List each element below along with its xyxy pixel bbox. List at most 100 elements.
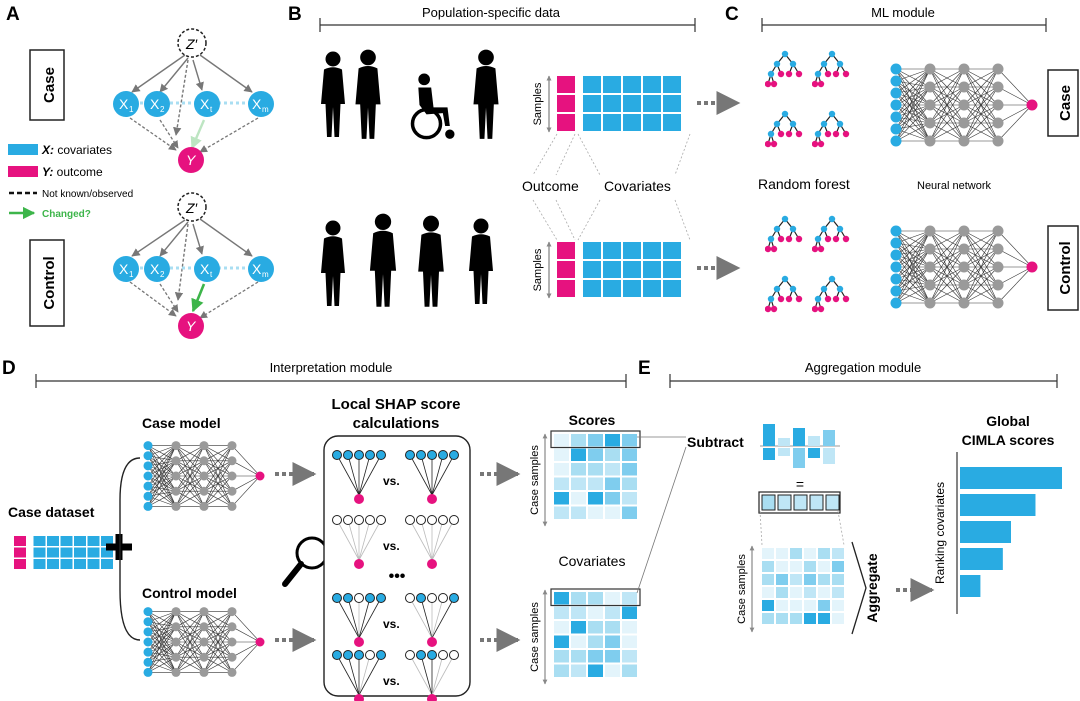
input-node	[890, 123, 902, 135]
nn-edge	[175, 611, 205, 628]
heatmap-cell	[605, 463, 620, 476]
heatmap-cell	[571, 492, 586, 505]
heatmap-cell	[804, 600, 816, 611]
feature-node	[365, 450, 375, 460]
feature-node	[427, 450, 437, 460]
heatmap-cell	[588, 506, 603, 519]
heatmap-cell	[790, 600, 802, 611]
feature-node	[365, 515, 375, 525]
nn-edge	[929, 248, 965, 304]
heatmap-cell	[776, 574, 788, 585]
case-data-matrix	[557, 76, 681, 131]
nn-edge	[175, 656, 205, 673]
vs-label: vs.	[383, 539, 400, 553]
case-model-title: Case model	[142, 415, 221, 431]
output-node	[1026, 261, 1038, 273]
heatmap-cell	[818, 548, 830, 559]
heatmap-cell	[605, 448, 620, 461]
case-model-network	[143, 441, 265, 511]
covariate-cell	[643, 95, 661, 112]
heatmap-cell	[554, 448, 569, 461]
svg-text:X: X	[252, 261, 262, 277]
feature-node	[449, 593, 459, 603]
covariates-label: Covariates	[604, 178, 671, 194]
hidden-node	[924, 63, 936, 75]
decision-tree-icon	[765, 50, 803, 88]
case-score-bar	[778, 438, 790, 446]
heatmap-cell	[605, 506, 620, 519]
heatmap-cell	[762, 574, 774, 585]
nn-edge	[147, 475, 177, 507]
nn-edge	[997, 230, 1033, 268]
random-forest-case	[765, 50, 850, 148]
heatmap-cell	[588, 492, 603, 505]
nn-edge	[203, 611, 233, 673]
person-silhouette	[469, 218, 493, 304]
panel-d: D Interpretation module Case dataset Cas…	[2, 358, 687, 701]
hidden-node	[199, 637, 209, 647]
hidden-node	[958, 81, 970, 93]
heatmap-cell	[762, 587, 774, 598]
input-node	[890, 297, 902, 309]
feature-node	[376, 650, 386, 660]
nn-edge	[147, 495, 177, 507]
shap-edge	[409, 519, 433, 561]
nn-edge	[231, 641, 261, 673]
covariate-cell	[74, 559, 86, 569]
case-model-box	[1047, 69, 1079, 137]
svg-text:2: 2	[160, 270, 165, 279]
input-node	[143, 461, 153, 471]
heatmap-cell	[790, 587, 802, 598]
hidden-node	[227, 607, 237, 617]
heatmap-cell	[605, 664, 620, 677]
nn-edge	[895, 68, 931, 94]
legend-hidden-text: Not known/observed	[42, 189, 133, 200]
feature-node	[438, 515, 448, 525]
ellipsis: •••	[389, 568, 406, 585]
heatmap-cell	[818, 574, 830, 585]
control-scores-heatmap	[550, 588, 641, 677]
control-model-box	[1047, 225, 1079, 311]
difference-cell	[777, 494, 792, 511]
hidden-node	[992, 279, 1004, 291]
covariate-cell	[603, 114, 621, 131]
input-node	[890, 261, 902, 273]
nn-edge	[963, 104, 999, 142]
nn-edge	[895, 248, 931, 292]
svg-text:X: X	[200, 96, 210, 112]
aggregate-label: Aggregate	[864, 553, 880, 622]
x2-node-case	[144, 91, 170, 117]
outcome-label: Outcome	[522, 178, 579, 194]
shap-edge	[420, 597, 433, 639]
xt-node-control	[194, 256, 220, 282]
covariate-cell	[87, 536, 100, 546]
nn-edge	[147, 475, 177, 497]
covariate-cell	[60, 536, 73, 546]
covariate-cell	[603, 280, 621, 297]
feature-node	[332, 515, 342, 525]
nn-edge	[147, 656, 177, 663]
heatmap-cell	[622, 650, 637, 663]
hidden-node	[171, 441, 181, 451]
input-node	[143, 501, 153, 511]
nn-edge	[895, 116, 931, 142]
feature-node	[449, 515, 459, 525]
heatmap-cell	[571, 448, 586, 461]
difference-cell	[809, 494, 824, 511]
shap-edge	[336, 597, 360, 639]
nn-edge	[963, 230, 999, 250]
input-node	[143, 637, 153, 647]
nn-edge	[895, 122, 931, 142]
nn-edge	[147, 626, 177, 633]
nn-edge	[147, 641, 177, 653]
control-score-bar	[808, 448, 820, 458]
nn-edge	[895, 230, 931, 268]
nn-edge	[203, 611, 233, 643]
shap-edge	[409, 597, 433, 639]
hidden-node	[958, 225, 970, 237]
hidden-node	[958, 117, 970, 129]
shap-edge	[409, 654, 433, 696]
subtract-label: Subtract	[687, 434, 744, 450]
hidden-node	[924, 81, 936, 93]
control-model-network	[143, 607, 265, 677]
